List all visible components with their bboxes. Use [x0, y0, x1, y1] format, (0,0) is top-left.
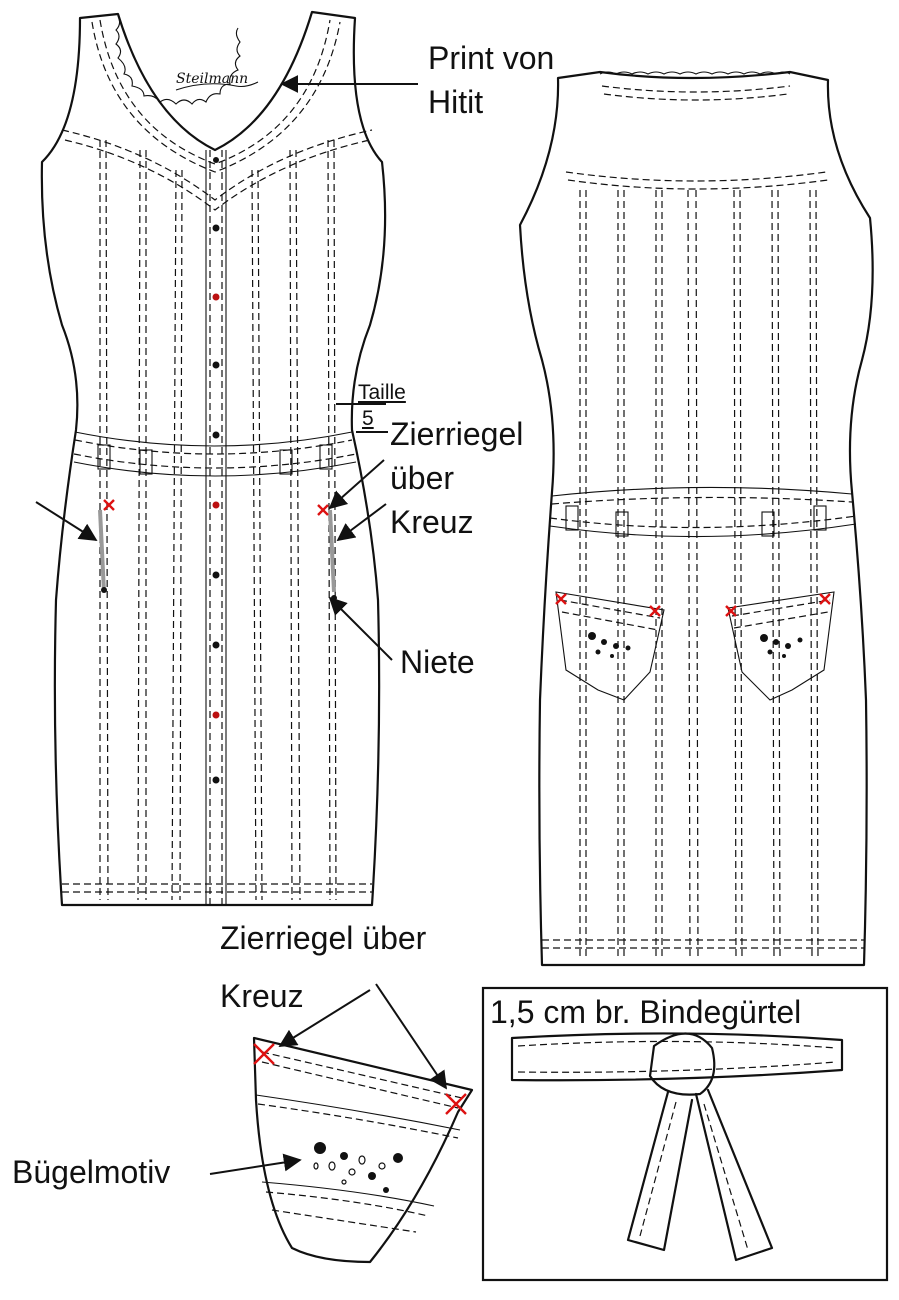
zierriegel-label-line2: über [390, 460, 455, 496]
belt-label: 1,5 cm br. Bindegürtel [490, 994, 802, 1030]
zierriegel-detail-label: Zierriegel über [220, 920, 427, 956]
belt-detail [481, 986, 889, 1282]
back-dress [518, 70, 874, 967]
taille-number: 5 [362, 407, 374, 430]
zierriegel-detail-label-line2: Kreuz [220, 978, 304, 1014]
buegelmotiv-label: Bügelmotiv [12, 1154, 171, 1190]
zierriegel-label-line3: Kreuz [390, 504, 474, 540]
logo-print: Steilmann [176, 71, 249, 87]
pocket-detail [252, 1036, 474, 1264]
taille-label: Taille [358, 381, 406, 404]
niete-label: Niete [400, 644, 475, 680]
front-dress [40, 10, 387, 907]
callout-arrows [35, 75, 448, 1175]
zierriegel-label: Zierriegel [390, 416, 524, 452]
print-label: Print von [428, 40, 555, 76]
print-label-line2: Hitit [428, 84, 484, 120]
